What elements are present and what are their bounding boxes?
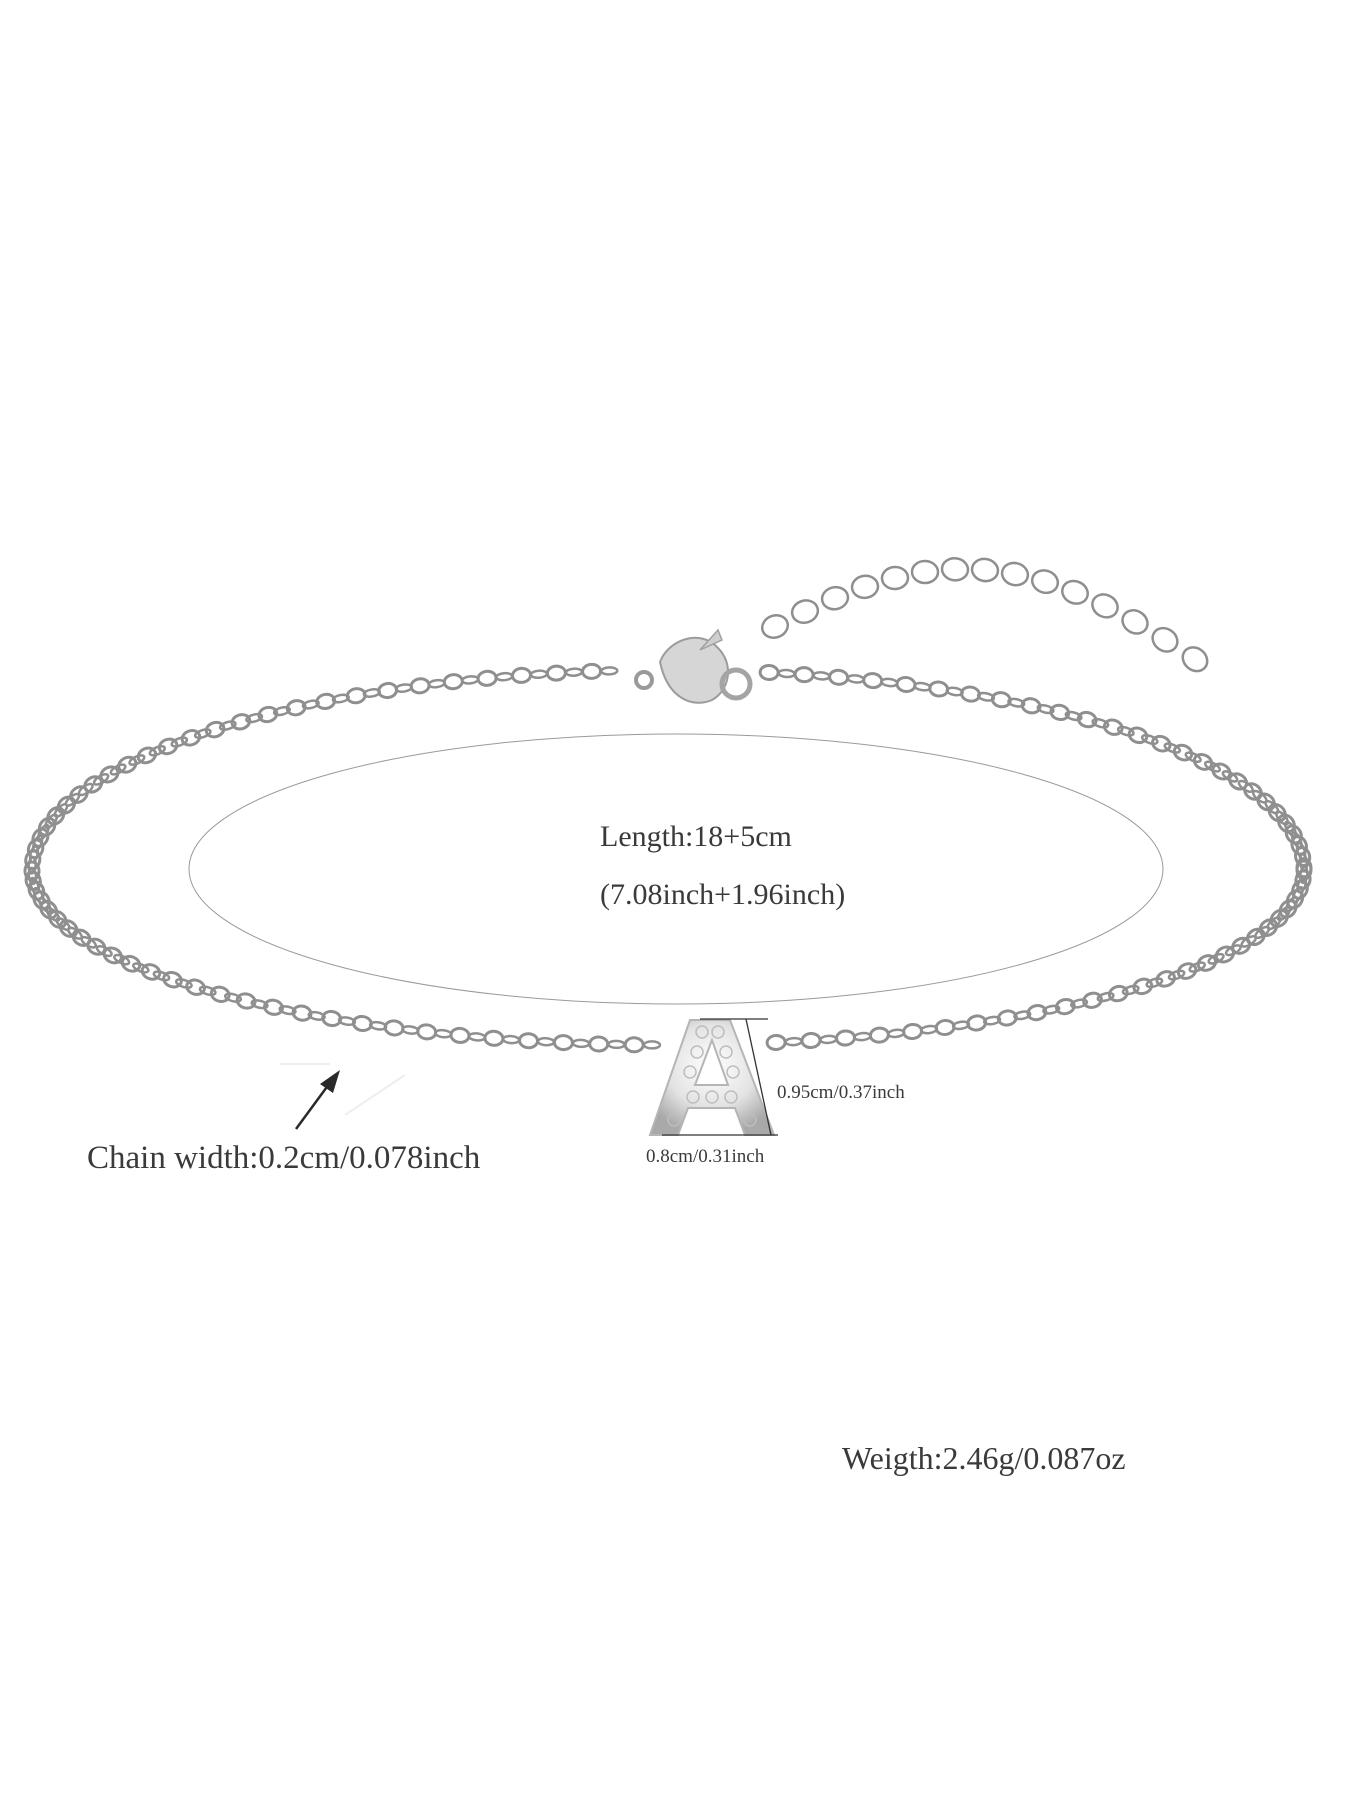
dimension-lines [662, 1018, 778, 1136]
chain-width-label: Chain width:0.2cm/0.078inch [87, 1140, 481, 1176]
lobster-clasp-icon [634, 628, 753, 704]
main-chain [23, 662, 1313, 1054]
pendant-width-label: 0.8cm/0.31inch [646, 1146, 765, 1167]
weight-label: Weigth:2.46g/0.087oz [842, 1440, 1126, 1476]
extender-chain [760, 557, 1209, 673]
length-inch-label: (7.08inch+1.96inch) [600, 878, 846, 911]
chain-width-arrow-icon [280, 1063, 406, 1130]
length-guide-ellipse [188, 733, 1164, 1005]
length-label: Length:18+5cm [600, 820, 792, 853]
letter-a-pendant [648, 1019, 776, 1136]
pendant-height-label: 0.95cm/0.37inch [777, 1082, 905, 1103]
